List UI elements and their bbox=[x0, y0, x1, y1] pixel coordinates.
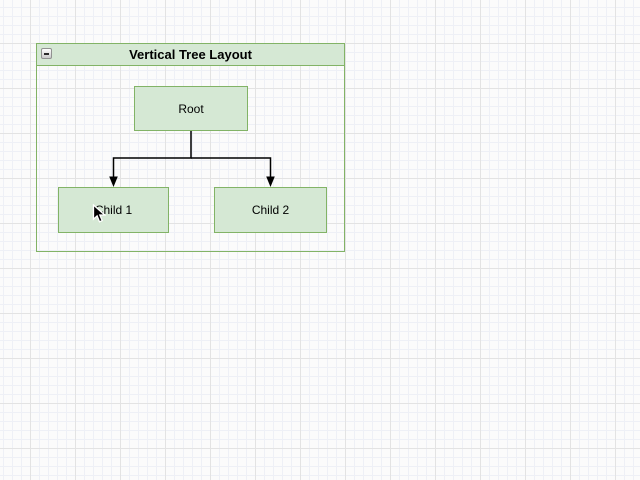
container-title-bar[interactable]: Vertical Tree Layout bbox=[37, 44, 344, 66]
node-child2[interactable]: Child 2 bbox=[214, 187, 327, 233]
node-root[interactable]: Root bbox=[134, 86, 248, 131]
tree-layout-container[interactable]: Vertical Tree Layout bbox=[36, 43, 345, 252]
node-child1[interactable]: Child 1 bbox=[58, 187, 169, 233]
node-root-label: Root bbox=[178, 101, 204, 116]
node-child1-label: Child 1 bbox=[94, 203, 133, 217]
minus-icon bbox=[44, 53, 49, 55]
container-title: Vertical Tree Layout bbox=[129, 47, 252, 62]
node-child2-label: Child 2 bbox=[251, 203, 290, 217]
collapse-button[interactable] bbox=[41, 48, 52, 59]
